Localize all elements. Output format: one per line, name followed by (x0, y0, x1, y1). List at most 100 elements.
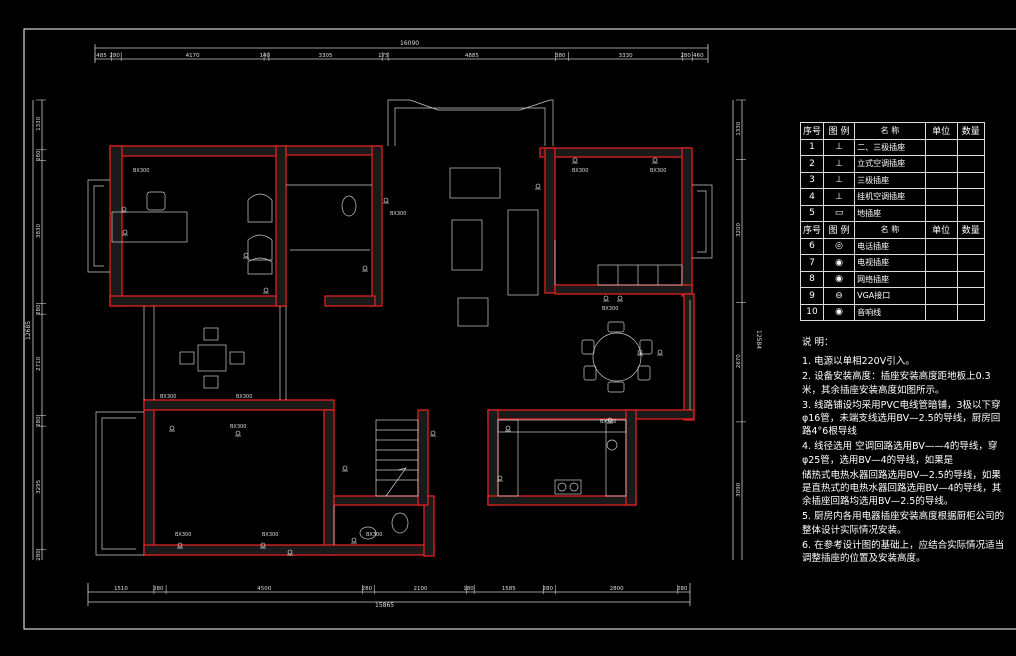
outlet-mark (342, 465, 348, 471)
bottom-segment-dimension: 180 (463, 586, 474, 592)
label-r10: BX300 (602, 306, 618, 312)
note-item: 储热式电热水器回路选用BV—2.5的导线，如果是直热式的电热水器回路选用BV—4… (802, 469, 1002, 508)
outlet-symbols (121, 157, 663, 556)
outlet-mark (505, 425, 511, 431)
bottom-segment-dimension: 280 (362, 586, 373, 592)
bottom-dimension-line (87, 583, 691, 606)
outlet-mark (572, 157, 578, 163)
top-segment-dimension: 3305 (319, 53, 333, 59)
note-item: 4. 线径选用 空调回路选用BV——4的导线，穿φ25管，选用BV—4的导线，如… (802, 441, 998, 466)
top-segment-dimension: 4885 (465, 53, 479, 59)
right-dimension-line (732, 100, 743, 560)
outlet-mark (243, 252, 249, 258)
sink (359, 526, 377, 540)
legend-row: 4⊥挂机空调插座 (799, 188, 986, 206)
label-r1: BX300 (133, 168, 149, 174)
label-r5: BX300 (160, 394, 176, 400)
bottom-segment-dimension: 1585 (502, 586, 516, 592)
room-labels: BX300 BX300 BX300 BX300 BX300 BX300 BX30… (133, 168, 666, 538)
armchair-3 (247, 257, 273, 275)
interior-lines (87, 99, 713, 556)
outlet-mark (235, 430, 241, 436)
left-segment-dimension: 280 (36, 416, 42, 427)
label-r3: BX300 (572, 168, 588, 174)
outlet-mark (169, 425, 175, 431)
sofa-top (449, 167, 501, 199)
note-item: 5. 厨房内各用电器插座安装高度根据厨柜公司的整体设计实际情况安装。 (802, 511, 1005, 536)
right-segment-dimension: 1330 (736, 121, 742, 135)
top-dimension-line (94, 44, 709, 63)
label-r2: BX300 (390, 211, 406, 217)
label-r6: BX300 (236, 394, 252, 400)
bottom-segment-dimension: 4500 (257, 586, 271, 592)
toilet-1 (341, 195, 357, 217)
legend-header-no: 序号 (799, 122, 825, 140)
left-segment-dimension: 1330 (36, 116, 42, 130)
legend-row: 1⊥二、三极插座 (799, 138, 986, 156)
ottoman (457, 297, 489, 327)
bottom-total-dimension: 15865 (375, 602, 394, 609)
label-r8: BX300 (262, 532, 278, 538)
top-segment-dimension: 485 (96, 53, 107, 59)
legend-header-row: 序号 图 例 名 称 单位 数量 (799, 122, 986, 140)
outlet-mark (287, 549, 293, 555)
legend-row: 3⊥三极插座 (799, 171, 986, 189)
outlet-mark (260, 542, 266, 548)
top-segment-dimension: 280 (680, 53, 691, 59)
outlet-mark (617, 295, 623, 301)
left-segment-dimension: 280 (36, 550, 42, 561)
legend-row: 2⊥立式空调插座 (799, 155, 986, 173)
legend-row: 7◉电视插座 (799, 254, 986, 272)
left-total-dimension: 12685 (25, 321, 32, 340)
left-segment-dimension: 3830 (36, 223, 42, 237)
legend-header-name: 名 称 (854, 122, 926, 140)
top-segment-dimension: 175 (378, 53, 389, 59)
furniture (111, 167, 653, 540)
coffee-table (451, 219, 483, 271)
note-item: 6. 在参考设计图的基础上，应结合实际情况适当调整插座的位置及安装高度。 (802, 539, 1005, 565)
top-segment-dimension: 4170 (186, 53, 200, 59)
desk (111, 211, 188, 243)
top-segment-dimension: 380 (555, 53, 566, 59)
chair-top-left (146, 191, 166, 211)
outlet-mark (430, 430, 436, 436)
legend-table: 序号 图 例 名 称 单位 数量 1⊥二、三极插座 2⊥立式空调插座 3⊥三极插… (799, 122, 986, 321)
outlet-mark (383, 197, 389, 203)
bottom-segment-dimension: 280 (542, 586, 553, 592)
outlet-mark (122, 229, 128, 235)
notes-title: 说 明： (802, 337, 834, 348)
note-item: 3. 线路铺设均采用PVC电线管暗铺，3极以下穿φ16管，未端支线选用BV—2.… (802, 399, 1001, 438)
outlet-mark (351, 537, 357, 543)
round-dining-table (592, 332, 642, 382)
outlet-mark (657, 349, 663, 355)
top-segment-dimension: 140 (259, 53, 270, 59)
legend-header-symbol: 图 例 (823, 122, 856, 140)
outlet-mark (637, 349, 643, 355)
outlet-mark (652, 157, 658, 163)
design-notes: 说 明： 1. 电源以单相220V引入。 2. 设备安装高度：插座安装高度距地板… (802, 336, 1007, 567)
armchair-1 (247, 193, 273, 223)
right-segment-dimension: 3200 (736, 222, 742, 236)
toilet-2 (391, 512, 409, 534)
right-segment-dimension: 3090 (736, 482, 742, 496)
outlet-mark (121, 206, 127, 212)
left-segment-dimension: 280 (36, 150, 42, 161)
top-total-dimension: 16090 (400, 40, 419, 47)
outlet-mark (263, 287, 269, 293)
legend-row: 10◉音响线 (799, 303, 986, 321)
left-segment-dimension: 280 (36, 304, 42, 315)
right-segment-dimension: 2670 (736, 354, 742, 368)
top-segment-dimension: 3330 (619, 53, 633, 59)
label-r11: BX300 (600, 419, 616, 425)
note-item: 2. 设备安装高度：插座安装高度距地板上0.3米，其余插座安装高度如图所示。 (802, 371, 991, 396)
legend-header-qty: 数量 (956, 122, 986, 140)
right-total-dimension: 12584 (755, 330, 762, 349)
outlet-mark (535, 183, 541, 189)
bottom-segment-dimension: 2800 (610, 586, 624, 592)
outlet-mark (603, 295, 609, 301)
bottom-segment-dimension: 1510 (114, 586, 128, 592)
square-table (197, 344, 227, 372)
top-segment-dimension: 280 (109, 53, 120, 59)
top-segment-dimension: 460 (693, 53, 704, 59)
